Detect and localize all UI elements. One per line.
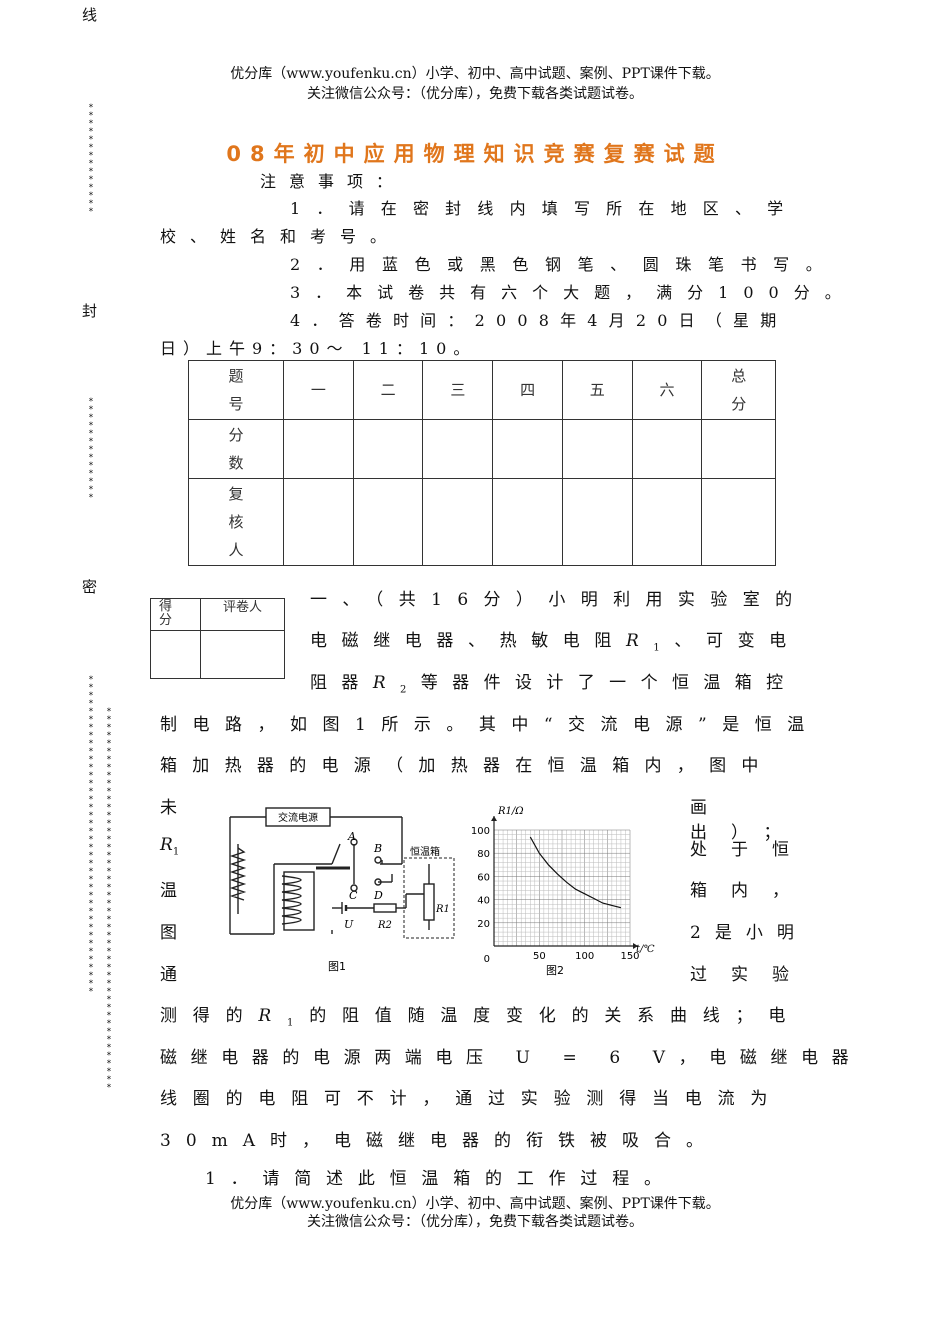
notice-heading: 注意事项： bbox=[260, 172, 406, 191]
margin-stars-a: ************** bbox=[88, 103, 94, 217]
x-tick-label: 100 bbox=[575, 951, 594, 962]
figure-2-caption: 图2 bbox=[546, 964, 564, 977]
score-cell[interactable] bbox=[701, 419, 776, 479]
review-cell[interactable] bbox=[631, 478, 703, 566]
score-cell[interactable] bbox=[631, 419, 703, 479]
col-6: 六 bbox=[631, 360, 703, 420]
q1-line-2: 电磁继电器、热敏电阻R1、可变电 bbox=[310, 631, 801, 654]
q1-left-1: R1 bbox=[160, 835, 180, 858]
y-tick-label: 20 bbox=[477, 919, 490, 930]
grader-name-cell[interactable] bbox=[200, 630, 285, 679]
page-title: 08年初中应用物理知识竞赛复赛试题 bbox=[226, 142, 724, 166]
grader-name-label: 评卷人 bbox=[200, 598, 285, 631]
q1-right-4: 过实验 bbox=[690, 965, 813, 985]
series-line bbox=[529, 836, 622, 909]
q1-line-1: 一、（共16分）小明利用实验室的 bbox=[310, 590, 808, 610]
score-table: 题号 一 二 三 四 五 六 总分 分数 复核人 bbox=[188, 360, 776, 566]
score-cell[interactable] bbox=[283, 419, 354, 479]
margin-xian: 线 bbox=[82, 6, 98, 24]
incubator-label: 恒温箱 bbox=[410, 845, 440, 858]
label-u: U bbox=[344, 918, 354, 931]
col-1: 一 bbox=[283, 360, 354, 420]
col-total: 总分 bbox=[701, 360, 776, 420]
row-label-tihao: 题号 bbox=[188, 360, 284, 420]
score-cell[interactable] bbox=[422, 419, 494, 479]
y-axis-arrow bbox=[491, 816, 497, 821]
q1-line-7: 磁继电器的电源两端电压 U = 6 V，电磁继电器 bbox=[160, 1048, 863, 1068]
y-tick-label: 100 bbox=[471, 826, 490, 837]
q1-left-2: 温 bbox=[160, 881, 177, 901]
footer-line-1: 优分库（www.youfenku.cn）小学、初中、高中试题、案例、PPT课件下… bbox=[230, 1196, 720, 1212]
review-cell[interactable] bbox=[422, 478, 494, 566]
notice-item-4a: 4．答卷时间：2008年4月20日（星期 bbox=[290, 311, 788, 330]
figures: 交流电源 恒温箱 A B C D U R1 R2 图1 100 80 60 40 20 0… bbox=[229, 806, 655, 977]
label-b: B bbox=[373, 842, 382, 855]
chart-ylabel: R1/Ω bbox=[497, 806, 524, 817]
q1-right-1: 处于恒 bbox=[690, 840, 813, 860]
notice-item-4b: 日）上午9：30～ 11：10。 bbox=[160, 339, 477, 358]
label-r2: R2 bbox=[377, 920, 392, 931]
q1-left-4: 通 bbox=[160, 965, 177, 985]
footer-line-2: 关注微信公众号：（优分库），免费下载各类试题试卷。 bbox=[307, 1214, 643, 1230]
y-tick-label: 80 bbox=[477, 849, 490, 860]
figure-2-chart: 100 80 60 40 20 0 50 100 150 bbox=[471, 816, 640, 965]
q1-right-0: 画出）； bbox=[690, 798, 805, 843]
score-cell[interactable] bbox=[352, 419, 424, 479]
grader-score-label: 得分 bbox=[150, 598, 201, 631]
review-cell[interactable] bbox=[492, 478, 563, 566]
grader-table: 得分 评卷人 bbox=[150, 598, 285, 679]
q1-line-6: 测得的R1的阻值随温度变化的关系曲线；电 bbox=[160, 1006, 802, 1029]
y-tick-label: 60 bbox=[477, 872, 490, 883]
margin-stars-d: ****************************************… bbox=[106, 707, 112, 1093]
q1-left-0: 未 bbox=[160, 798, 177, 818]
col-5: 五 bbox=[561, 360, 633, 420]
row-label-fenshu: 分数 bbox=[188, 419, 284, 479]
score-cell[interactable] bbox=[492, 419, 563, 479]
label-a: A bbox=[347, 830, 356, 843]
q1-right-3: 2是小明 bbox=[690, 923, 808, 943]
review-cell[interactable] bbox=[561, 478, 633, 566]
review-cell[interactable] bbox=[701, 478, 776, 566]
grader-score-cell[interactable] bbox=[150, 630, 201, 679]
notice-item-1b: 校、姓名和考号。 bbox=[160, 227, 401, 246]
q1-right-2: 箱内， bbox=[690, 881, 813, 901]
notice-item-2: 2．用蓝色或黑色钢笔、圆珠笔书写。 bbox=[290, 255, 839, 274]
y-tick-label: 0 bbox=[484, 954, 490, 965]
margin-stars-c: **************************************** bbox=[88, 675, 94, 997]
margin-mi: 密 bbox=[82, 578, 98, 596]
col-2: 二 bbox=[352, 360, 424, 420]
margin-stars-b: ************* bbox=[88, 397, 94, 503]
q1-sub-1: 1．请简述此恒温箱的工作过程。 bbox=[205, 1169, 676, 1189]
chart-xlabel: t/℃ bbox=[636, 944, 655, 955]
x-tick-label: 50 bbox=[533, 951, 546, 962]
notice-item-3: 3．本试卷共有六个大题，满分100分。 bbox=[290, 283, 856, 302]
ac-power-label: 交流电源 bbox=[278, 811, 318, 824]
y-tick-label: 40 bbox=[477, 896, 490, 907]
q1-left-3: 图 bbox=[160, 923, 177, 943]
margin-feng: 封 bbox=[82, 302, 98, 320]
review-cell[interactable] bbox=[283, 478, 354, 566]
figure-1-caption: 图1 bbox=[328, 960, 346, 973]
q1-line-3: 阻器R2等器件设计了一个恒温箱控 bbox=[310, 673, 798, 696]
notice-item-1a: 1．请在密封线内填写所在地区、学 bbox=[290, 199, 800, 218]
q1-line-5: 箱加热器的电源（加热器在恒温箱内，图中 bbox=[160, 756, 774, 776]
label-c: C bbox=[349, 889, 358, 902]
label-d: D bbox=[373, 889, 383, 902]
figure-1-circuit bbox=[229, 807, 455, 939]
score-cell[interactable] bbox=[561, 419, 633, 479]
header-line-2: 关注微信公众号：（优分库），免费下载各类试题试卷。 bbox=[307, 86, 643, 102]
col-3: 三 bbox=[422, 360, 494, 420]
q1-line-8: 线圈的电阻可不计，通过实验测得当电流为 bbox=[160, 1089, 784, 1109]
header-line-1: 优分库（www.youfenku.cn）小学、初中、高中试题、案例、PPT课件下… bbox=[230, 66, 720, 82]
q1-line-9: 30mA时，电磁继电器的衔铁被吸合。 bbox=[160, 1131, 719, 1151]
x-axis-arrow bbox=[633, 943, 638, 949]
col-4: 四 bbox=[492, 360, 563, 420]
label-r1: R1 bbox=[435, 904, 450, 915]
row-label-fuheren: 复核人 bbox=[188, 478, 284, 566]
review-cell[interactable] bbox=[352, 478, 424, 566]
q1-line-4: 制电路，如图1所示。其中“交流电源”是恒温 bbox=[160, 715, 820, 735]
x-tick-label: 150 bbox=[620, 951, 639, 962]
